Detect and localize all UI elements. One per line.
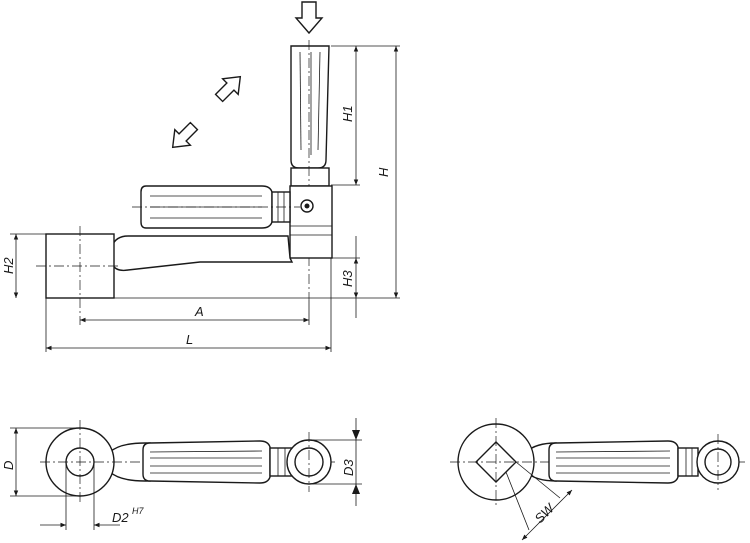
- dim-H-label: H: [376, 167, 391, 177]
- dim-L-label: L: [186, 332, 193, 347]
- arrow-down-left-icon: [171, 121, 199, 149]
- dim-A-label: A: [194, 304, 204, 319]
- dim-H3-label: H3: [340, 270, 355, 287]
- dim-H1-label: H1: [340, 105, 355, 122]
- dim-D3-arrow-top: [352, 430, 360, 440]
- crank-arm: [36, 226, 294, 325]
- dim-SW-label: SW: [532, 499, 559, 526]
- arrow-down-icon: [294, 1, 324, 35]
- horizontal-grip: [132, 185, 300, 229]
- dim-D2-tolerance: H7: [132, 506, 144, 516]
- dim-H2-label: H2: [1, 257, 16, 274]
- side-view: A L H H1 H3 H2: [1, 1, 400, 352]
- dim-D3-arrow-bottom: [352, 484, 360, 494]
- hub: [289, 185, 333, 259]
- top-view-round-bore: D D2 H7 D3: [1, 418, 362, 530]
- dim-D2-label: D2: [112, 510, 129, 525]
- dim-D-label: D: [1, 461, 16, 470]
- arrow-up-right-icon: [214, 75, 242, 103]
- dim-D3-label: D3: [341, 459, 356, 476]
- top-view-square-bore: SW: [450, 418, 745, 541]
- dim-SW-line: [521, 489, 573, 541]
- vertical-grip: [290, 40, 330, 300]
